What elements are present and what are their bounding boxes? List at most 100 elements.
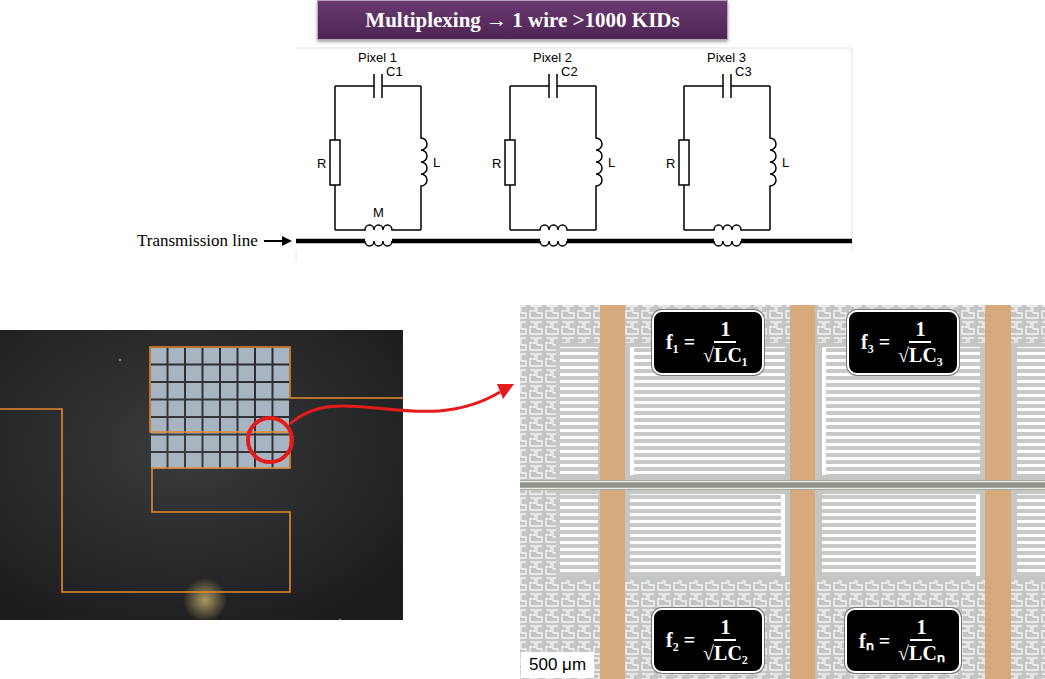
micrograph [520,305,556,679]
capacitor-symbol [510,74,596,98]
pixel-cell [151,453,167,469]
circuit-panel [296,48,852,250]
transmission-line [296,241,852,246]
fraction-numerator: 1 [714,318,736,343]
pixel-cell [256,366,272,382]
pixel-cell [186,401,202,417]
pixel-cell [204,453,220,469]
fraction-denominator: √LC₁ [701,343,750,367]
resistor-symbol [330,140,340,185]
line-label: Transmission line [137,231,258,251]
pixel-cell [169,453,185,469]
transmission-line [540,241,567,246]
resonator-circuits [330,74,776,230]
chip-photo [119,359,121,361]
pixel-cell [151,366,167,382]
pixel-cell [274,436,290,452]
pointer-arrow [264,236,292,246]
ground-stripes [600,305,1011,679]
micrograph [520,305,1045,679]
pixel-cell [186,418,202,434]
component-label: R [492,156,501,171]
scale-bar-label: 500 μm [521,652,594,678]
pixel-cell [169,436,185,452]
pointer-arrow [264,240,284,242]
pixel-cell [239,383,255,399]
resonator-circuit [330,74,427,230]
pixel-cell [186,436,202,452]
pixel-cell [204,401,220,417]
feedline [520,480,1045,490]
pixel-cell [274,401,290,417]
transmission-line [296,239,852,244]
capacitor-combs [630,494,785,576]
pixel-cell [256,348,272,364]
capacitor-combs [1017,347,1045,475]
pixel-cell [151,383,167,399]
fraction-denominator: √LC₂ [701,641,750,665]
pixel-cell [204,348,220,364]
capacitor-symbol [335,74,421,98]
pixel-cell [256,436,272,452]
chip-photo [183,578,227,620]
chip-photo [0,330,403,620]
inductor-symbol [596,86,602,230]
component-label: C3 [735,64,752,79]
pixel-label: Pixel 3 [707,50,746,65]
pixel-cell [151,436,167,452]
resonator-circuit [505,74,602,230]
chip-photo [339,619,341,620]
pixel-cell [221,401,237,417]
pixel-cell [204,383,220,399]
pointer-arrow [282,236,292,246]
pixel-cell [169,418,185,434]
pixel-cell [256,383,272,399]
zoom-arrow [497,384,514,399]
zoom-arrow [290,384,514,424]
formula-box: f₃ =1√LC₃ [847,310,959,375]
pixel-cell [186,348,202,364]
formula-box: f₁ = 1√LC₁ [652,310,764,375]
capacitor-symbol [684,74,770,98]
capacitor-combs [976,494,980,576]
fraction: 1√LC₁ [701,318,750,367]
pixel-array [151,348,289,469]
fraction: 1√LCₙ [896,616,947,665]
resistor-symbol [505,140,515,185]
component-label: M [373,205,384,220]
pixel-cell [151,348,167,364]
transmission-line [714,241,741,246]
fraction-numerator: 1 [910,616,932,641]
pixel-cell [221,348,237,364]
component-label: L [608,155,615,170]
pixel-cell [256,401,272,417]
pixel-cell [274,348,290,364]
resonator-circuit [679,74,776,230]
coupling-inductor [335,225,421,230]
pixel-cell [204,366,220,382]
pixel-cell [169,348,185,364]
capacitor-combs [822,494,980,576]
capacitor-combs [1017,494,1045,576]
micrograph [520,305,1045,679]
formula-lhs: f₁ = [666,331,695,354]
pixel-cell [169,383,185,399]
formula-lhs: f₂ = [666,629,695,652]
formula-box: f₂ = 1√LC₂ [652,608,764,673]
fraction-denominator: √LCₙ [896,641,947,665]
pixel-cell [169,366,185,382]
pixel-label: Pixel 1 [358,50,397,65]
pixel-label: Pixel 2 [533,50,572,65]
pixel-cell [186,453,202,469]
capacitor-combs [630,347,634,475]
micrograph [520,305,1045,343]
pixel-cell [221,436,237,452]
formula-box: fₙ =1√LCₙ [845,608,961,673]
feedline-path [0,347,403,592]
component-label: R [317,156,326,171]
title-text: Multiplexing → 1 wire >1000 KIDs [365,8,679,33]
fraction-numerator: 1 [714,616,736,641]
ground-stripes [790,305,815,679]
capacitor-combs [560,347,598,475]
capacitor-combs [781,494,785,576]
